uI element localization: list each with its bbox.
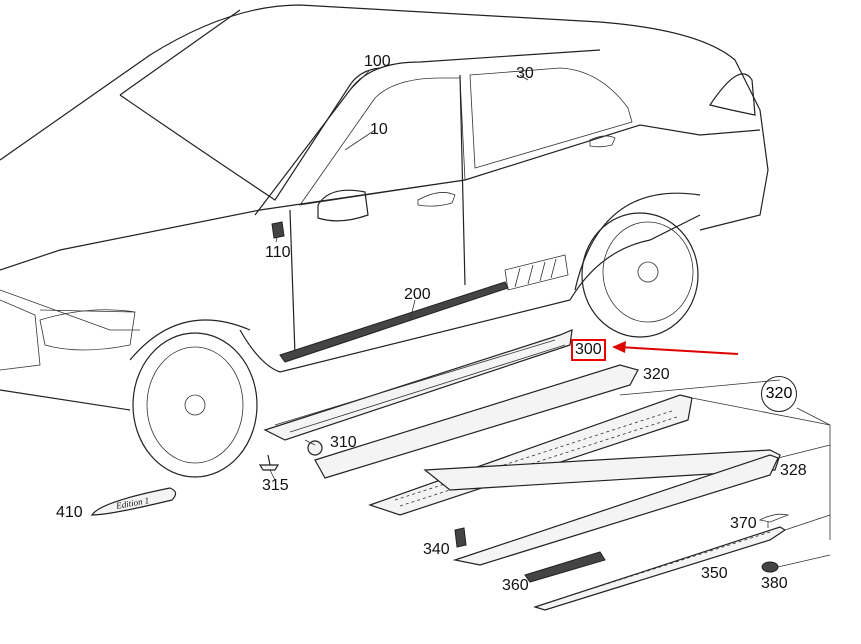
- front-hub: [184, 394, 206, 416]
- side-decal-stripe: [279, 281, 509, 363]
- car-headlight: [39, 309, 136, 351]
- callout-300-highlighted: 300: [571, 339, 606, 361]
- rear-wheel-arch: [574, 192, 701, 291]
- car-side-window-front: [299, 77, 466, 206]
- callout-30: 30: [516, 65, 534, 82]
- car-side-body: [0, 124, 761, 271]
- callout-360: 360: [502, 577, 529, 594]
- callout-340: 340: [423, 541, 450, 558]
- assembly-box: [619, 379, 831, 568]
- part-315: [258, 454, 280, 471]
- part-340: [454, 527, 467, 548]
- part-370: [758, 513, 790, 528]
- part-380: [761, 561, 779, 573]
- callout-100: 100: [364, 53, 391, 70]
- part-410-emblem: [90, 487, 177, 516]
- callout-315: 315: [262, 477, 289, 494]
- part-300-running-board: [263, 329, 573, 441]
- callout-350: 350: [701, 565, 728, 582]
- front-rim: [146, 346, 244, 464]
- mirror: [317, 189, 369, 222]
- rear-rim: [602, 221, 694, 323]
- rear-wheel: [581, 212, 699, 338]
- callout-328: 328: [780, 462, 807, 479]
- callout-110: 110: [265, 244, 291, 261]
- callout-320: 320: [643, 366, 670, 383]
- car-lower-body: [0, 214, 701, 411]
- car-side-window-rear: [469, 67, 633, 169]
- callout-370: 370: [730, 515, 757, 532]
- car-roof-outline: [0, 4, 769, 231]
- part-320-cover: [314, 364, 639, 479]
- callout-200: 200: [404, 286, 431, 303]
- part-310: [307, 440, 323, 456]
- part-320-board-holes: [394, 409, 681, 507]
- front-wheel-arch: [129, 319, 251, 361]
- callout-380: 380: [761, 575, 788, 592]
- arrow-head-icon: [612, 341, 626, 353]
- part-320-lower-rail: [452, 454, 779, 566]
- rear-hub: [637, 261, 659, 283]
- part-110: [271, 221, 285, 239]
- car-grille: [0, 299, 41, 371]
- part-350-holes: [549, 531, 771, 603]
- car-windshield: [119, 9, 381, 201]
- callout-410: 410: [56, 504, 83, 521]
- door-handle-front: [417, 192, 456, 207]
- leader-lines: [269, 69, 529, 481]
- car-door-line: [289, 74, 466, 356]
- part-300-detail: [274, 339, 566, 433]
- car-roof-rail: [254, 49, 601, 216]
- callout-310: 310: [330, 434, 357, 451]
- part-328: [423, 449, 781, 491]
- rear-light: [709, 73, 756, 116]
- side-decal-blocks: [504, 254, 569, 291]
- highlight-arrow: [617, 346, 739, 355]
- door-handle-rear: [589, 135, 616, 148]
- part-350-step-plate: [532, 526, 787, 611]
- callout-320-circled: 320: [761, 376, 797, 412]
- callout-10: 10: [370, 121, 388, 138]
- front-wheel: [132, 332, 258, 478]
- part-360: [524, 551, 606, 583]
